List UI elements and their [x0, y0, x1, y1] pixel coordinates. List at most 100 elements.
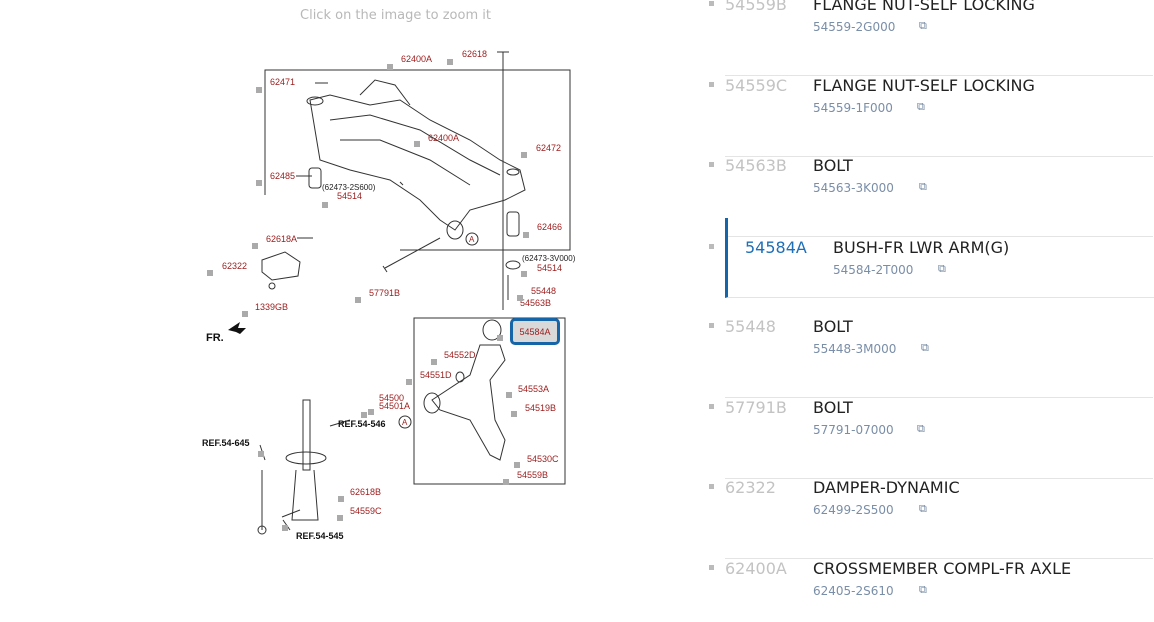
part-marker[interactable]	[355, 297, 361, 303]
ref-label[interactable]: REF.54-546	[338, 419, 386, 429]
part-marker[interactable]	[337, 515, 343, 521]
part-marker[interactable]	[447, 59, 453, 65]
part-marker[interactable]	[282, 525, 288, 531]
diagram-label[interactable]: 54500	[379, 393, 405, 403]
copy-icon[interactable]: ⧉	[919, 503, 927, 515]
diagram-label[interactable]: 54530C	[527, 454, 559, 464]
diagram-label[interactable]: 54559C	[350, 506, 382, 516]
part-name[interactable]: BOLT	[813, 317, 853, 336]
part-row[interactable]: 62400A CROSSMEMBER COMPL-FR AXLE 62405-2…	[709, 559, 1153, 622]
part-number[interactable]: 57791-07000	[813, 423, 894, 437]
ref-label[interactable]: REF.54-645	[202, 438, 250, 448]
diagram-label[interactable]: 54559B	[517, 470, 549, 480]
part-number[interactable]: 54559-1F000	[813, 101, 893, 115]
part-name[interactable]: BUSH-FR LWR ARM(G)	[833, 238, 1010, 257]
part-number[interactable]: 54559-2G000	[813, 20, 896, 34]
part-code[interactable]: 57791B	[725, 398, 787, 417]
diagram-label[interactable]: 54552D	[444, 350, 476, 360]
part-marker[interactable]	[431, 359, 437, 365]
copy-icon[interactable]: ⧉	[917, 423, 925, 435]
part-code[interactable]: 55448	[725, 317, 776, 336]
part-marker[interactable]	[503, 479, 509, 485]
part-number[interactable]: 54563-3K000	[813, 181, 894, 195]
diagram-label[interactable]: 62618	[462, 49, 488, 59]
part-marker[interactable]	[361, 412, 367, 418]
part-marker[interactable]	[387, 64, 393, 70]
diagram-label[interactable]: 54553A	[518, 384, 550, 394]
diagram-drawing[interactable]: A A	[0, 0, 700, 622]
part-marker[interactable]	[521, 271, 527, 277]
part-row[interactable]: 54563B BOLT 54563-3K000 ⧉	[709, 156, 1153, 237]
part-name[interactable]: CROSSMEMBER COMPL-FR AXLE	[813, 559, 1072, 578]
diagram-label[interactable]: 54514	[337, 191, 363, 201]
part-code[interactable]: 62400A	[725, 559, 787, 578]
diagram-label[interactable]: 62618A	[266, 234, 298, 244]
part-row[interactable]: 54559B FLANGE NUT-SELF LOCKING 54559-2G0…	[709, 0, 1153, 76]
part-marker[interactable]	[506, 392, 512, 398]
diagram-label[interactable]: 54501A	[379, 401, 411, 411]
diagram-label[interactable]: 62485	[270, 171, 296, 181]
part-code[interactable]: 62322	[725, 478, 776, 497]
part-marker[interactable]	[338, 496, 344, 502]
part-marker[interactable]	[514, 462, 520, 468]
diagram-label[interactable]: 62471	[270, 77, 296, 87]
diagram-label[interactable]: (62473-2S600)	[322, 183, 376, 192]
ref-label[interactable]: REF.54-545	[296, 531, 344, 541]
part-name[interactable]: FLANGE NUT-SELF LOCKING	[813, 76, 1035, 95]
part-marker[interactable]	[414, 141, 420, 147]
part-marker[interactable]	[511, 411, 517, 417]
part-number[interactable]: 62405-2S610	[813, 584, 894, 598]
copy-icon[interactable]: ⧉	[921, 342, 929, 354]
part-marker[interactable]	[368, 409, 374, 415]
copy-icon[interactable]: ⧉	[919, 584, 927, 596]
copy-icon[interactable]: ⧉	[938, 263, 946, 275]
diagram-label[interactable]: 54514	[537, 263, 563, 273]
part-marker[interactable]	[256, 180, 262, 186]
part-code[interactable]: 54584A	[745, 238, 807, 257]
part-number[interactable]: 54584-2T000	[833, 263, 914, 277]
parts-diagram[interactable]: Click on the image to zoom it	[0, 0, 700, 622]
diagram-label[interactable]: (62473-3V000)	[522, 254, 576, 263]
part-marker[interactable]	[497, 335, 503, 341]
copy-icon[interactable]: ⧉	[919, 20, 927, 32]
diagram-label[interactable]: 62466	[537, 222, 563, 232]
part-marker[interactable]	[207, 270, 213, 276]
part-marker[interactable]	[258, 451, 264, 457]
part-marker[interactable]	[252, 243, 258, 249]
part-marker[interactable]	[517, 295, 523, 301]
part-name[interactable]: DAMPER-DYNAMIC	[813, 478, 960, 497]
part-marker[interactable]	[256, 87, 262, 93]
part-marker[interactable]	[523, 232, 529, 238]
part-code[interactable]: 54563B	[725, 156, 787, 175]
part-marker[interactable]	[521, 152, 527, 158]
part-name[interactable]: BOLT	[813, 156, 853, 175]
part-marker[interactable]	[406, 379, 412, 385]
part-marker[interactable]	[322, 202, 328, 208]
diagram-label[interactable]: 55448	[531, 286, 557, 296]
diagram-label[interactable]: 54551D	[420, 370, 452, 380]
diagram-label[interactable]: 62400A	[428, 133, 460, 143]
diagram-label[interactable]: 54563B	[520, 298, 552, 308]
highlighted-part-54584A[interactable]: 54584A	[510, 318, 560, 345]
part-row[interactable]: 62322 DAMPER-DYNAMIC 62499-2S500 ⧉	[709, 478, 1153, 559]
part-code[interactable]: 54559C	[725, 76, 788, 95]
part-marker[interactable]	[242, 311, 248, 317]
diagram-label[interactable]: 62400A	[401, 54, 433, 64]
part-number[interactable]: 62499-2S500	[813, 503, 894, 517]
diagram-label[interactable]: 1339GB	[255, 302, 289, 312]
part-name[interactable]: BOLT	[813, 398, 853, 417]
part-code[interactable]: 54559B	[725, 0, 787, 14]
copy-icon[interactable]: ⧉	[919, 181, 927, 193]
part-row-selected[interactable]: 54584A BUSH-FR LWR ARM(G) 54584-2T000 ⧉	[709, 218, 1154, 298]
diagram-label[interactable]: 62472	[536, 143, 562, 153]
diagram-label[interactable]: 62618B	[350, 487, 382, 497]
part-row[interactable]: 55448 BOLT 55448-3M000 ⧉	[709, 317, 1153, 398]
part-row[interactable]: 57791B BOLT 57791-07000 ⧉	[709, 398, 1153, 479]
diagram-label[interactable]: 62322	[222, 261, 248, 271]
part-name[interactable]: FLANGE NUT-SELF LOCKING	[813, 0, 1035, 14]
diagram-label[interactable]: 57791B	[369, 288, 401, 298]
part-number[interactable]: 55448-3M000	[813, 342, 897, 356]
diagram-label[interactable]: 54519B	[525, 403, 557, 413]
copy-icon[interactable]: ⧉	[917, 101, 925, 113]
part-row[interactable]: 54559C FLANGE NUT-SELF LOCKING 54559-1F0…	[709, 76, 1153, 157]
